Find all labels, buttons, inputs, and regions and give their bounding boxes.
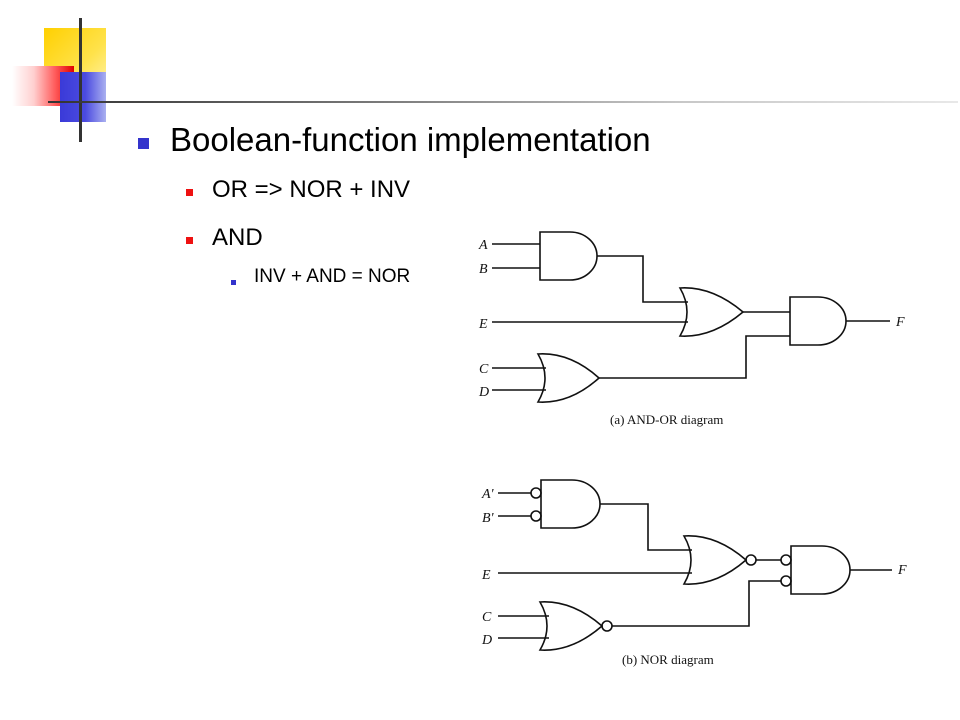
wire bbox=[600, 503, 692, 551]
label-input-b: B bbox=[479, 262, 488, 277]
square-bullet-icon bbox=[186, 189, 193, 196]
label-input-d: D bbox=[481, 633, 492, 648]
inverter-bubble bbox=[530, 510, 542, 522]
label-input-e: E bbox=[481, 568, 491, 583]
bullet-and: AND bbox=[212, 224, 263, 251]
or-gate bbox=[678, 287, 745, 337]
and-gate bbox=[789, 296, 847, 346]
bullet-inv-and-nor: INV + AND = NOR bbox=[254, 266, 411, 287]
decor-blue-square bbox=[60, 72, 106, 122]
inverter-bubble bbox=[780, 554, 792, 566]
or-gate bbox=[536, 353, 601, 403]
inverter-bubble bbox=[745, 554, 757, 566]
wire bbox=[599, 335, 790, 379]
label-input-e: E bbox=[478, 317, 488, 332]
square-bullet-icon bbox=[231, 280, 236, 285]
inverter-bubble bbox=[530, 487, 542, 499]
caption-b: (b) NOR diagram bbox=[622, 652, 714, 667]
title-divider-line bbox=[48, 101, 958, 103]
inverter-bubble bbox=[780, 575, 792, 587]
label-output-f: F bbox=[895, 315, 905, 330]
label-input-a-prime: A' bbox=[481, 487, 495, 502]
caption-a: (a) AND-OR diagram bbox=[610, 412, 723, 427]
label-input-b-prime: B' bbox=[482, 511, 495, 526]
and-gate bbox=[539, 231, 598, 281]
and-gate bbox=[790, 545, 851, 595]
wire bbox=[597, 255, 688, 303]
and-gate bbox=[540, 479, 601, 529]
decor-vertical-line bbox=[79, 18, 82, 142]
label-output-f: F bbox=[897, 563, 907, 578]
square-bullet-icon bbox=[186, 237, 193, 244]
bullet-or: OR => NOR + INV bbox=[212, 176, 411, 203]
square-bullet-icon bbox=[138, 138, 149, 149]
nor-gate bbox=[538, 601, 604, 651]
inverter-bubble bbox=[601, 620, 613, 632]
label-input-c: C bbox=[479, 362, 489, 377]
nor-diagram bbox=[498, 479, 892, 651]
label-input-c: C bbox=[482, 610, 492, 625]
label-input-a: A bbox=[478, 238, 488, 253]
and-or-diagram bbox=[492, 231, 890, 403]
bullet-title: Boolean-function implementation bbox=[170, 121, 651, 158]
label-input-d: D bbox=[478, 385, 489, 400]
or-gate bbox=[682, 535, 748, 585]
wire bbox=[612, 580, 781, 627]
